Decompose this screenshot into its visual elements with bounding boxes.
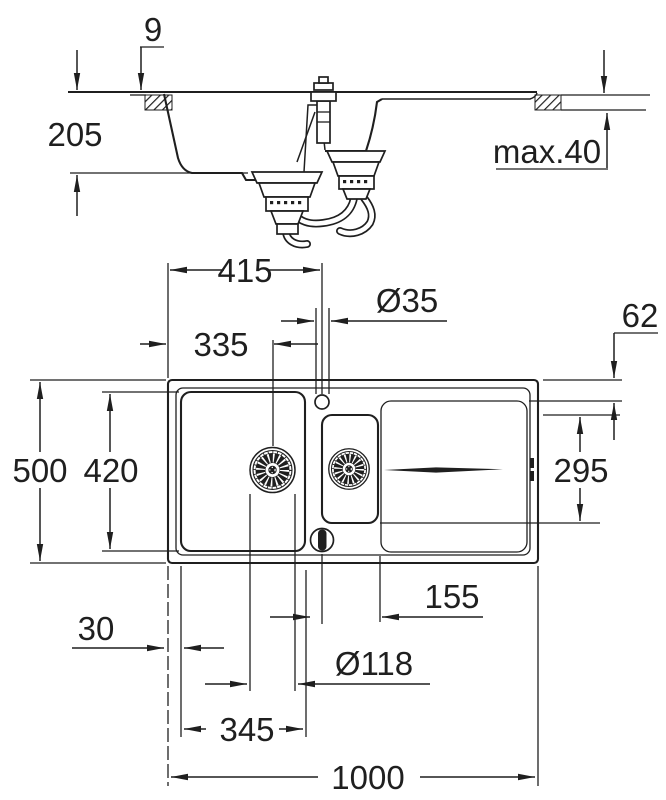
dim-label-30: 30 bbox=[78, 610, 115, 647]
dim-left-rim: 30 bbox=[72, 610, 224, 652]
popup-waste-knob bbox=[309, 527, 335, 553]
dim-label-max40: max.40 bbox=[493, 133, 601, 170]
overflow-slot bbox=[529, 458, 534, 481]
dim-label-205: 205 bbox=[47, 116, 102, 153]
main-bowl bbox=[179, 390, 307, 553]
dim-label-420: 420 bbox=[83, 452, 138, 489]
sink-outer-edge bbox=[166, 378, 540, 565]
dim-label-118: Ø118 bbox=[335, 645, 413, 682]
tap-hole bbox=[314, 394, 330, 410]
dim-tap-hole-diameter: Ø35 bbox=[281, 282, 447, 325]
dim-rear-ledge: 62 bbox=[610, 297, 659, 440]
dim-rim-thickness: 9 bbox=[137, 11, 164, 90]
worktop-hatch-right bbox=[534, 94, 562, 111]
dim-drainer-front-back: 295 bbox=[553, 417, 609, 521]
drainboard-surface bbox=[382, 92, 538, 100]
dim-label-1000: 1000 bbox=[331, 759, 404, 796]
half-bowl bbox=[320, 413, 380, 525]
side-view-section: 9 205 max.40 bbox=[47, 11, 650, 249]
dim-label-295: 295 bbox=[553, 452, 608, 489]
dim-drain-diameter: Ø118 bbox=[205, 645, 430, 688]
dim-label-62: 62 bbox=[622, 297, 659, 334]
sink-profile bbox=[68, 90, 538, 182]
small-bowl-trap bbox=[325, 150, 387, 200]
dim-tap-to-drainer: 155 bbox=[270, 578, 483, 621]
dim-label-155: 155 bbox=[424, 578, 479, 615]
drainboard-groove bbox=[384, 467, 503, 473]
dim-overall-front-back: 500 bbox=[12, 382, 68, 561]
dim-label-415: 415 bbox=[217, 252, 272, 289]
dim-drain-center-from-left: 335 bbox=[140, 326, 318, 363]
dim-label-335: 335 bbox=[193, 326, 248, 363]
dim-label-500: 500 bbox=[12, 452, 67, 489]
main-drain-strainer bbox=[250, 448, 295, 493]
dim-overall-depth: 205 bbox=[47, 50, 103, 216]
drain-plumbing bbox=[250, 76, 387, 249]
dim-main-bowl-width: 345 bbox=[184, 711, 303, 748]
tap-shank bbox=[296, 76, 337, 163]
dim-main-bowl-front-back: 420 bbox=[83, 394, 139, 549]
dim-worktop-thickness: max.40 bbox=[493, 50, 611, 170]
dim-label-9: 9 bbox=[144, 11, 162, 48]
half-bowl-drain-strainer bbox=[329, 449, 370, 490]
plan-view: 415 Ø35 335 62 295 bbox=[12, 252, 658, 796]
drainboard bbox=[380, 400, 528, 553]
dim-label-345: 345 bbox=[219, 711, 274, 748]
dim-label-35: Ø35 bbox=[376, 282, 438, 319]
dim-overall-width: 1000 bbox=[171, 759, 535, 796]
dim-tap-hole-from-left: 415 bbox=[170, 252, 320, 289]
main-bowl-trap bbox=[250, 171, 324, 235]
